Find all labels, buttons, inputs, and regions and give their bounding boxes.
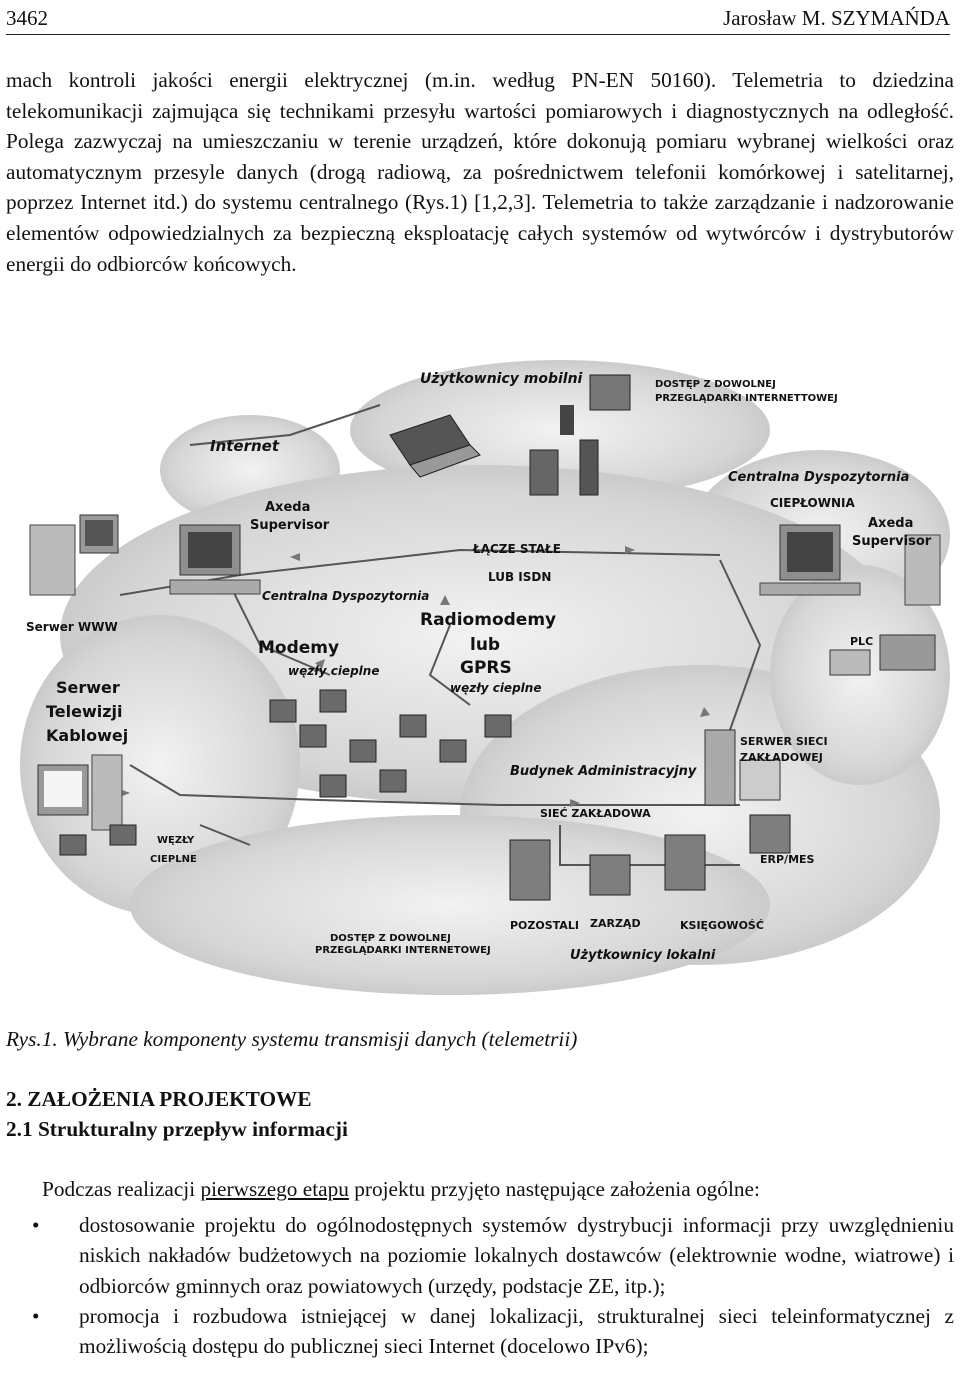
label-browser-access-top-2: PRZEGLĄDARKI INTERNETTOWEJ — [655, 393, 838, 404]
label-modem-nodes: węzły cieplne — [288, 664, 379, 678]
list-item: • promocja i rozbudowa istniejącej w dane… — [32, 1301, 954, 1362]
list-item-text: promocja i rozbudowa istniejącej w danej… — [79, 1303, 954, 1359]
figure-caption: Rys.1. Wybrane komponenty systemu transm… — [6, 1027, 578, 1051]
list-item-text: dostosowanie projektu do ogólnodostępnyc… — [79, 1213, 954, 1298]
factory-server-icon — [704, 729, 781, 806]
server-www-icon — [29, 514, 119, 596]
label-local-users: Użytkownicy lokalni — [570, 948, 716, 963]
label-fixed-link: ŁĄCZE STAŁE — [472, 542, 561, 556]
bullet-icon: • — [32, 1303, 40, 1328]
label-factory-server: SERWER SIECI — [740, 735, 828, 748]
bullet-icon: • — [32, 1213, 40, 1237]
label-axeda-left-2: Supervisor — [250, 518, 330, 533]
label-radiomodems: Radiomodemy — [420, 610, 556, 630]
label-plc: PLC — [850, 635, 873, 648]
label-board: ZARZĄD — [590, 917, 641, 930]
label-fixed-link-2: LUB ISDN — [488, 570, 551, 584]
intro-after: projektu przyjęto następujące założenia … — [348, 1177, 760, 1201]
label-cable-tv-server: Serwer — [56, 678, 120, 697]
label-admin-building: Budynek Administracyjny — [510, 764, 697, 779]
label-axeda-right-2: Supervisor — [852, 534, 932, 549]
label-radiomodems-or: lub — [470, 635, 500, 655]
page-number: 3462 — [6, 6, 48, 30]
page-header: 3462 Jarosław M. SZYMAŃDA — [6, 4, 950, 35]
network-diagram-figure: Użytkownicy mobilni DOSTĘP Z DOWOLNEJ PR… — [0, 345, 960, 1005]
label-others: POZOSTALI — [510, 919, 579, 932]
plc-icon — [829, 634, 936, 676]
label-axeda-left: Axeda — [265, 500, 310, 515]
phone-icon — [529, 374, 631, 496]
label-heat-nodes-2: CIEPLNE — [150, 854, 197, 865]
laptop-icon — [389, 414, 481, 478]
label-cable-tv-server-3: Kablowej — [46, 726, 128, 745]
label-server-www: Serwer WWW — [26, 620, 118, 634]
list-item: • dostosowanie projektu do ogólnodostępny… — [32, 1210, 954, 1301]
intro-underlined: pierwszego etapu — [200, 1177, 349, 1201]
intro-before: Podczas realizacji — [42, 1177, 201, 1201]
label-heat-nodes: WĘZŁY — [157, 835, 195, 846]
label-cable-tv-server-2: Telewizji — [46, 702, 123, 721]
label-modems: Modemy — [258, 638, 339, 658]
label-axeda-right: Axeda — [868, 516, 913, 531]
body-paragraph: mach kontroli jakości energii elektryczn… — [6, 68, 954, 276]
dispatch-right-computer-icon — [759, 524, 941, 606]
computer-workstation-icon — [169, 524, 261, 595]
cable-tv-server-icon — [37, 754, 123, 831]
heat-node-devices-icon — [59, 689, 512, 856]
section-heading: 2. ZAŁOŻENIA PROJEKTOWE — [6, 1087, 312, 1111]
label-mobile-users: Użytkownicy mobilni — [420, 371, 583, 387]
network-diagram: Użytkownicy mobilni DOSTĘP Z DOWOLNEJ PR… — [20, 360, 950, 995]
label-factory-network: SIEĆ ZAKŁADOWA — [540, 807, 651, 820]
label-browser-access-bottom: DOSTĘP Z DOWOLNEJ — [330, 933, 451, 944]
label-radiomodem-nodes: węzły cieplne — [450, 681, 541, 695]
label-central-dispatch-left: Centralna Dyspozytornia — [262, 589, 429, 603]
intro-sentence: Podczas realizacji pierwszego etapu proj… — [42, 1174, 760, 1204]
label-internet: Internet — [210, 437, 280, 455]
label-gprs: GPRS — [460, 658, 512, 678]
label-browser-access-top: DOSTĘP Z DOWOLNEJ — [655, 379, 776, 390]
assumptions-list: • dostosowanie projektu do ogólnodostępny… — [32, 1210, 954, 1362]
local-user-computers-icon — [509, 814, 791, 901]
label-browser-access-bottom-2: PRZEGLĄDARKI INTERNETOWEJ — [315, 945, 491, 956]
subsection-heading: 2.1 Strukturalny przepływ informacji — [6, 1117, 348, 1141]
label-accounting: KSIĘGOWOŚĆ — [680, 919, 764, 932]
label-factory-server-2: ZAKŁADOWEJ — [740, 751, 823, 764]
label-heating-plant: CIEPŁOWNIA — [770, 496, 855, 510]
label-erp: ERP/MES — [760, 853, 815, 866]
label-central-dispatch-right: Centralna Dyspozytornia — [728, 470, 909, 485]
running-author: Jarosław M. SZYMAŃDA — [723, 6, 950, 30]
